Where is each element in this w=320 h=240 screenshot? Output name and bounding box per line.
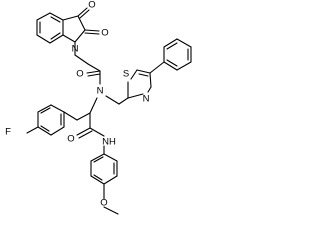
bond bbox=[26, 126, 39, 134]
bond bbox=[78, 130, 93, 139]
atom-label-n: N bbox=[72, 44, 79, 55]
bond bbox=[86, 70, 101, 74]
thiazole-bonds bbox=[118, 38, 192, 105]
bond bbox=[103, 206, 119, 215]
atom-label-n: N bbox=[97, 86, 104, 97]
bond bbox=[136, 69, 151, 74]
bond bbox=[40, 107, 51, 114]
atom-label-o: O bbox=[100, 198, 107, 209]
bond bbox=[36, 12, 51, 21]
atom-label-f: F bbox=[5, 127, 11, 138]
atom-label-n: N bbox=[143, 94, 150, 105]
molecule-structure-diagram: O O N O N S N F O NH O bbox=[5, 0, 192, 215]
bond bbox=[163, 38, 178, 48]
bond bbox=[49, 12, 64, 21]
bond bbox=[50, 126, 65, 136]
bond bbox=[149, 61, 165, 74]
bond bbox=[118, 97, 129, 105]
bond bbox=[77, 7, 88, 17]
bond bbox=[40, 125, 50, 132]
atom-labels: O O N O N S N F O NH O bbox=[5, 0, 149, 209]
bond bbox=[84, 29, 100, 32]
bond bbox=[90, 153, 105, 162]
bond bbox=[50, 16, 61, 23]
bond bbox=[49, 34, 64, 44]
bond bbox=[50, 104, 65, 113]
bond bbox=[76, 127, 91, 136]
bond bbox=[62, 15, 79, 21]
bond bbox=[105, 95, 120, 105]
bond bbox=[36, 34, 51, 44]
bond bbox=[63, 111, 78, 121]
bond bbox=[37, 126, 52, 136]
bond bbox=[89, 97, 98, 114]
isatin-ring-bonds bbox=[36, 7, 100, 65]
bond bbox=[74, 54, 89, 65]
bond bbox=[130, 69, 138, 80]
fluorophenyl-bonds bbox=[26, 104, 78, 136]
bond bbox=[87, 63, 101, 72]
atom-label-o: O bbox=[76, 69, 83, 80]
bond bbox=[138, 73, 149, 77]
central-bonds bbox=[76, 112, 105, 155]
bond bbox=[84, 32, 100, 35]
bond bbox=[103, 175, 118, 185]
bond bbox=[147, 86, 152, 93]
bond bbox=[89, 127, 105, 137]
methoxyphenyl-bonds bbox=[90, 153, 119, 215]
bond bbox=[79, 9, 90, 19]
bond bbox=[74, 29, 86, 43]
bond bbox=[176, 38, 192, 48]
bond bbox=[77, 15, 86, 31]
atom-label-s: S bbox=[123, 69, 129, 80]
bond bbox=[127, 93, 144, 99]
atom-label-o: O bbox=[88, 0, 95, 11]
bond bbox=[76, 112, 91, 121]
bond bbox=[166, 59, 178, 67]
atom-label-o: O bbox=[101, 28, 108, 39]
atom-label-nh: NH bbox=[102, 137, 116, 148]
bond bbox=[166, 42, 178, 50]
bond bbox=[103, 153, 118, 162]
acetamide-bonds bbox=[86, 63, 120, 114]
bond bbox=[87, 73, 101, 77]
bond bbox=[62, 34, 76, 43]
bond bbox=[149, 72, 152, 88]
bond bbox=[93, 174, 103, 181]
structure-canvas: O O N O N S N F O NH O bbox=[5, 0, 192, 215]
bond bbox=[163, 61, 178, 71]
atom-label-o: O bbox=[67, 134, 74, 145]
bond bbox=[90, 175, 105, 185]
bond bbox=[50, 32, 61, 40]
bond bbox=[176, 61, 192, 71]
bond bbox=[37, 104, 52, 113]
bond bbox=[93, 156, 104, 163]
